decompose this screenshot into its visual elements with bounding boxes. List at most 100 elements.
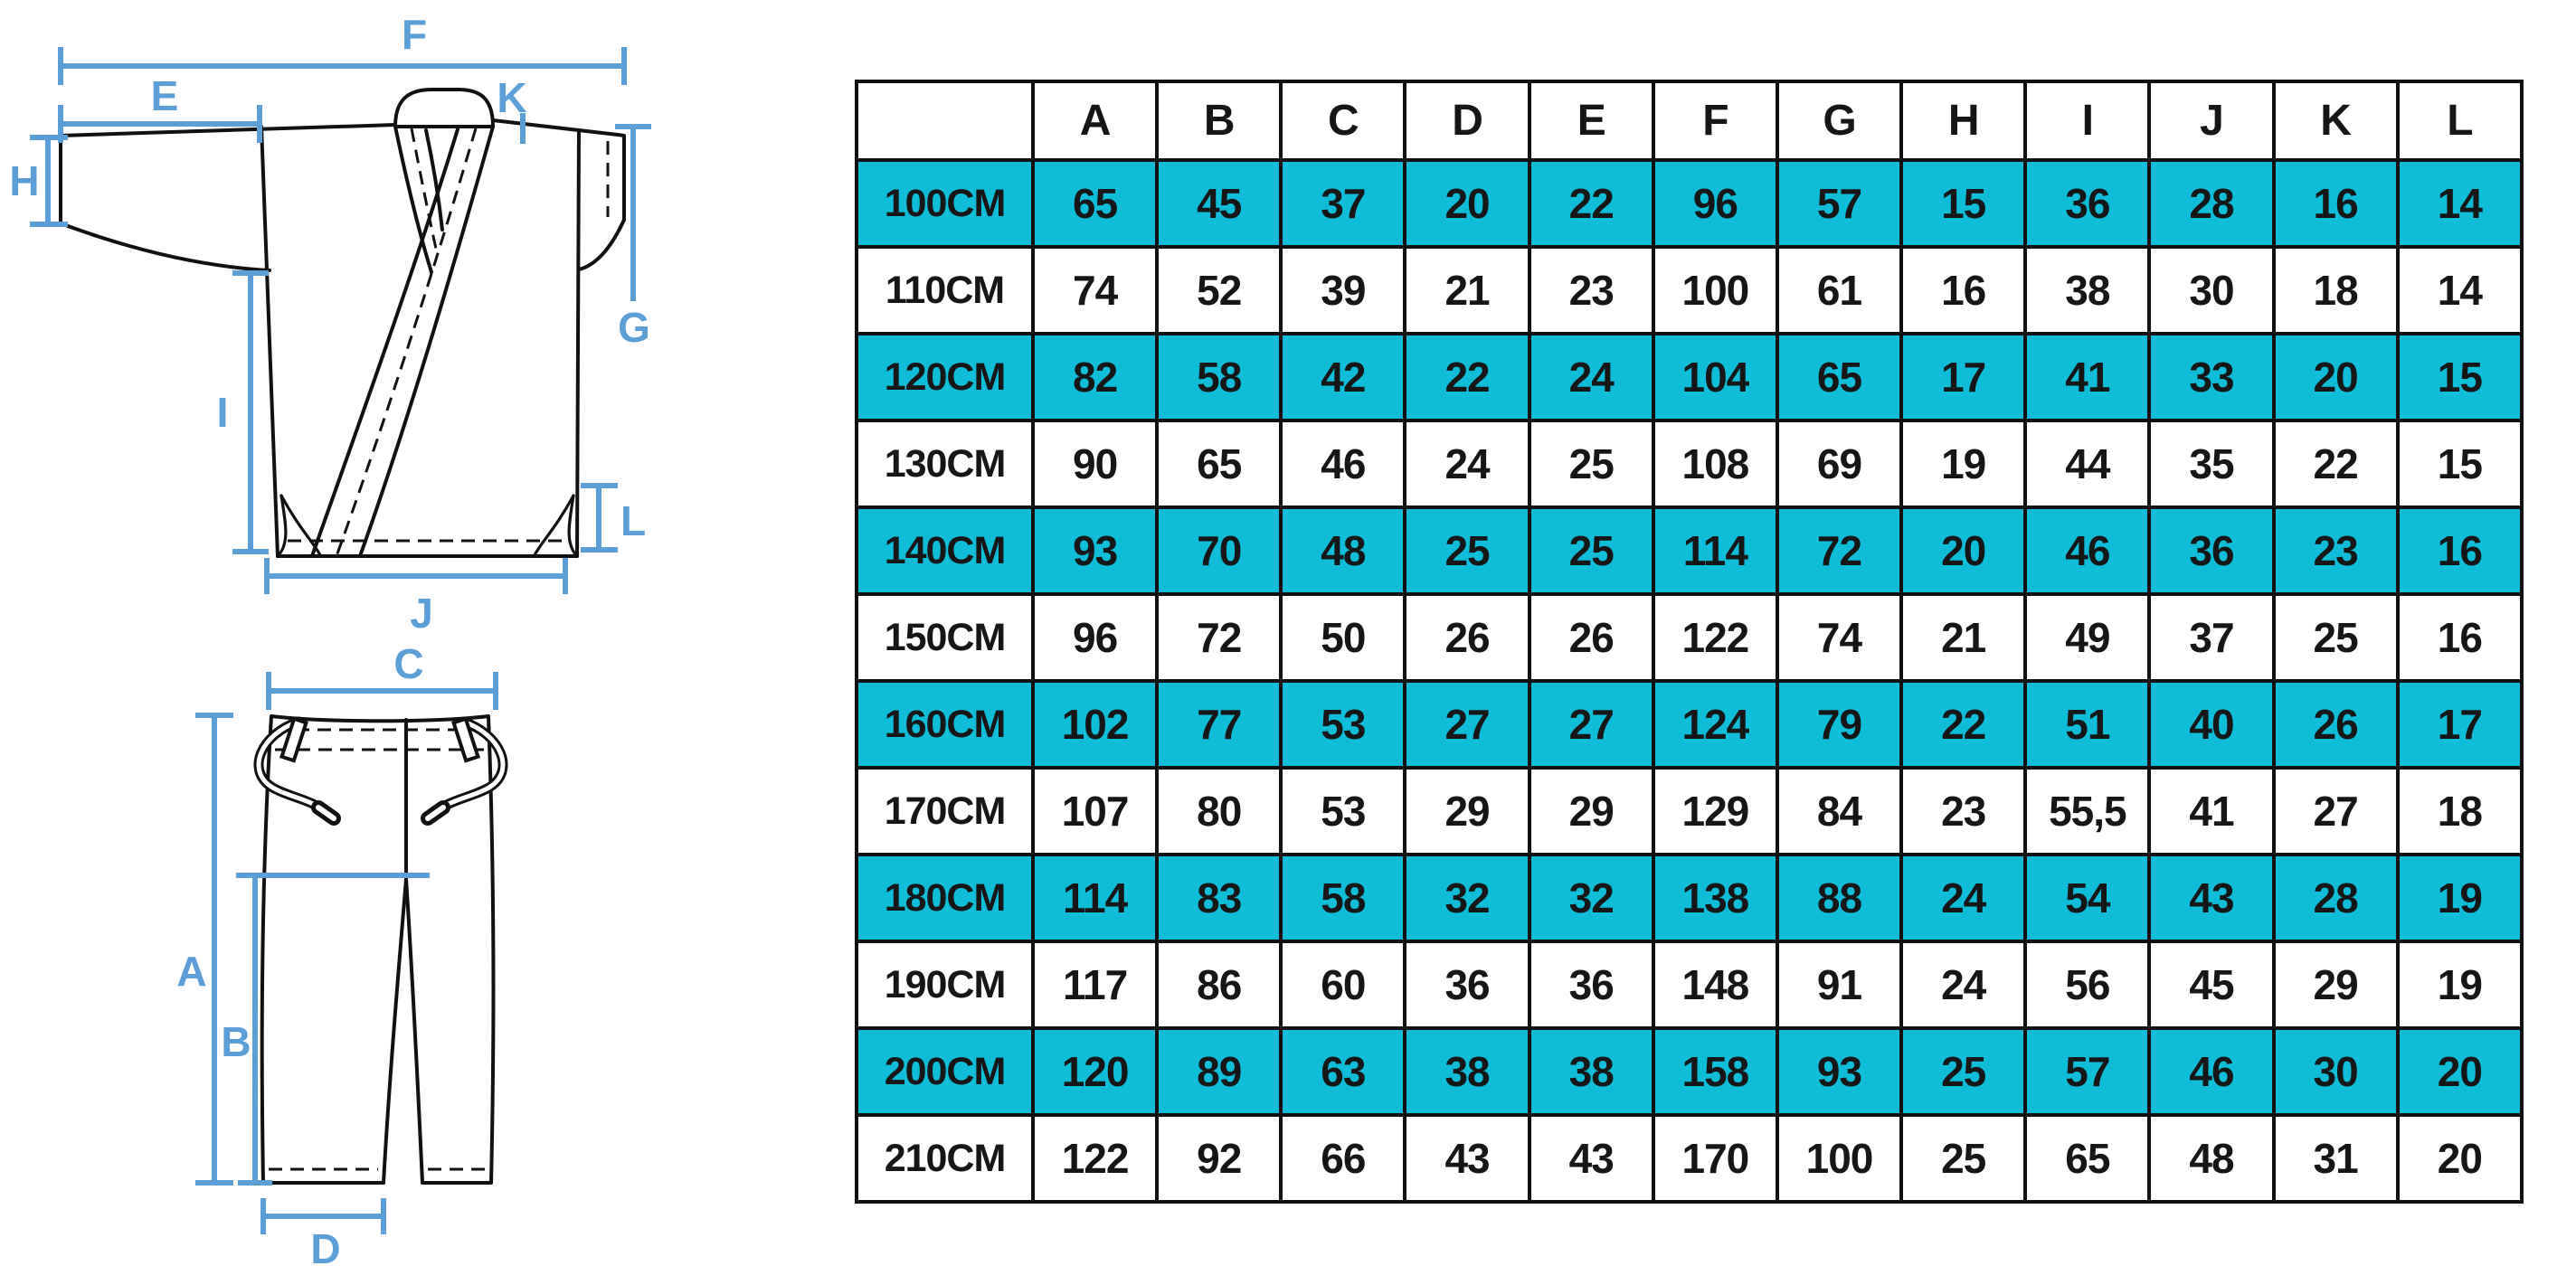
- dim-label-F: F: [402, 11, 427, 58]
- pants-diagram: C A B D: [176, 640, 508, 1266]
- size-value-cell: 124: [1651, 679, 1779, 770]
- size-value-cell: 16: [1899, 245, 2028, 335]
- size-value-cell: 92: [1155, 1113, 1283, 1204]
- size-value-cell: 138: [1651, 853, 1779, 943]
- size-value-cell: 122: [1030, 1113, 1160, 1204]
- size-value-cell: 20: [2271, 332, 2400, 422]
- drawstring-right: [421, 716, 508, 826]
- dim-label-L: L: [620, 497, 646, 544]
- size-value-cell: 15: [2395, 419, 2524, 509]
- dim-F: F: [58, 11, 627, 85]
- size-value-cell: 29: [1527, 766, 1655, 856]
- column-header: I: [2023, 80, 2152, 162]
- size-value-cell: 107: [1030, 766, 1160, 856]
- size-value-cell: 19: [2395, 940, 2524, 1030]
- size-value-cell: 70: [1155, 505, 1283, 596]
- size-value-cell: 104: [1651, 332, 1779, 422]
- column-header: A: [1030, 80, 1160, 162]
- drawstring-left: [253, 716, 341, 826]
- size-value-cell: 14: [2395, 245, 2524, 335]
- size-value-cell: 21: [1899, 592, 2028, 683]
- size-value-cell: 84: [1775, 766, 1904, 856]
- size-value-cell: 41: [2023, 332, 2152, 422]
- size-value-cell: 35: [2147, 419, 2276, 509]
- size-value-cell: 46: [2023, 505, 2152, 596]
- size-value-cell: 25: [1403, 505, 1531, 596]
- row-size-label: 180CM: [855, 853, 1035, 943]
- size-value-cell: 79: [1775, 679, 1904, 770]
- size-value-cell: 48: [2147, 1113, 2276, 1204]
- size-value-cell: 15: [2395, 332, 2524, 422]
- size-value-cell: 57: [2023, 1026, 2152, 1117]
- size-value-cell: 17: [1899, 332, 2028, 422]
- size-value-cell: 23: [1899, 766, 2028, 856]
- dim-B: B: [221, 873, 430, 1186]
- size-value-cell: 22: [2271, 419, 2400, 509]
- size-value-cell: 117: [1030, 940, 1160, 1030]
- column-header: L: [2395, 80, 2524, 162]
- size-value-cell: 16: [2271, 158, 2400, 249]
- size-value-cell: 50: [1279, 592, 1407, 683]
- column-header: H: [1899, 80, 2028, 162]
- size-value-cell: 24: [1403, 419, 1531, 509]
- dim-label-D: D: [310, 1225, 340, 1266]
- size-value-cell: 36: [1403, 940, 1531, 1030]
- size-value-cell: 23: [2271, 505, 2400, 596]
- size-value-cell: 25: [1899, 1026, 2028, 1117]
- size-value-cell: 43: [1527, 1113, 1655, 1204]
- size-value-cell: 72: [1155, 592, 1283, 683]
- dim-label-E: E: [151, 72, 179, 119]
- size-value-cell: 114: [1030, 853, 1160, 943]
- size-value-cell: 31: [2271, 1113, 2400, 1204]
- size-value-cell: 114: [1651, 505, 1779, 596]
- pants-dimensions: C A B D: [176, 640, 498, 1266]
- row-size-label: 100CM: [855, 158, 1035, 249]
- size-value-cell: 96: [1030, 592, 1160, 683]
- size-value-cell: 20: [1899, 505, 2028, 596]
- size-value-cell: 20: [2395, 1113, 2524, 1204]
- size-value-cell: 77: [1155, 679, 1283, 770]
- dim-label-A: A: [176, 948, 206, 995]
- column-header: C: [1279, 80, 1407, 162]
- size-value-cell: 16: [2395, 505, 2524, 596]
- size-value-cell: 22: [1527, 158, 1655, 249]
- size-value-cell: 56: [2023, 940, 2152, 1030]
- size-value-cell: 21: [1403, 245, 1531, 335]
- dim-label-J: J: [410, 590, 433, 633]
- size-value-cell: 25: [1527, 505, 1655, 596]
- row-size-label: 120CM: [855, 332, 1035, 422]
- dim-D: D: [260, 1198, 386, 1266]
- size-value-cell: 80: [1155, 766, 1283, 856]
- size-value-cell: 27: [1527, 679, 1655, 770]
- size-value-cell: 74: [1775, 592, 1904, 683]
- dim-G: G: [615, 124, 651, 351]
- size-value-cell: 100: [1651, 245, 1779, 335]
- row-size-label: 140CM: [855, 505, 1035, 596]
- size-value-cell: 30: [2271, 1026, 2400, 1117]
- row-size-label: 160CM: [855, 679, 1035, 770]
- size-value-cell: 65: [1030, 158, 1160, 249]
- size-value-cell: 74: [1030, 245, 1160, 335]
- size-value-cell: 44: [2023, 419, 2152, 509]
- size-value-cell: 26: [1527, 592, 1655, 683]
- row-size-label: 110CM: [855, 245, 1035, 335]
- row-size-label: 130CM: [855, 419, 1035, 509]
- size-value-cell: 66: [1279, 1113, 1407, 1204]
- row-size-label: 170CM: [855, 766, 1035, 856]
- size-value-cell: 54: [2023, 853, 2152, 943]
- dim-K: K: [497, 74, 527, 144]
- size-value-cell: 28: [2147, 158, 2276, 249]
- size-value-cell: 38: [1403, 1026, 1531, 1117]
- size-value-cell: 33: [2147, 332, 2276, 422]
- size-value-cell: 122: [1651, 592, 1779, 683]
- size-value-cell: 24: [1899, 853, 2028, 943]
- column-header: J: [2147, 80, 2276, 162]
- jacket-lapels: [310, 125, 495, 558]
- size-value-cell: 28: [2271, 853, 2400, 943]
- size-value-cell: 18: [2271, 245, 2400, 335]
